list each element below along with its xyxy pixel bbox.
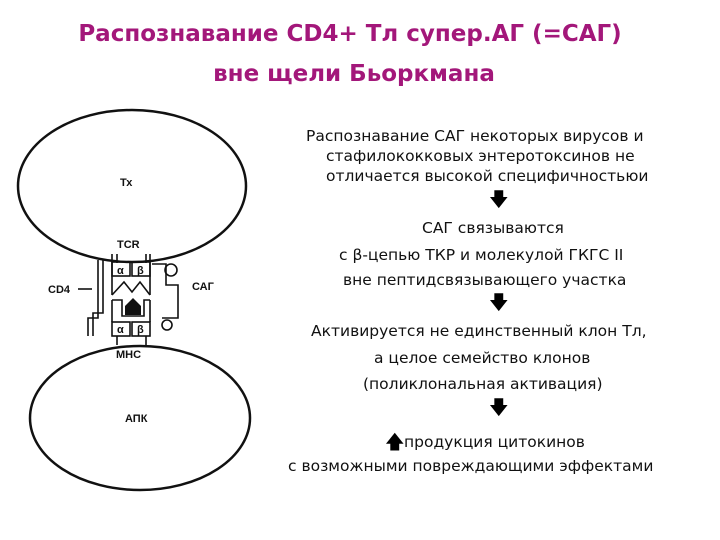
text-p3-line1: Активируется не единственный клон Тл, [311,322,647,340]
cd4-molecule [78,260,104,336]
peptide-shape [125,298,141,315]
text-p2-line1: САГ связываются [422,219,564,237]
text-p4-line2: с возможными повреждающими эффектами [288,457,654,475]
text-p1-line3: отличается высокой специфичностьюи [326,167,649,185]
th-cell-label: Тх [120,177,133,189]
tcr-label: TCR [117,239,140,251]
down-arrow-icon: 🡇 [489,397,509,419]
text-p1-line1: Распознавание САГ некоторых вирусов и [306,127,644,145]
text-p4-line1: продукция цитокинов [404,433,585,451]
mhc-label: МНС [116,349,141,361]
text-p1-line2: стафилококковых энтеротоксинов не [326,147,635,165]
apc-cell-label: АПК [125,413,148,425]
text-p3-line2: а целое семейство клонов [374,349,591,367]
cd4-label: CD4 [48,284,71,296]
text-p3-line3: (поликлональная активация) [363,375,603,393]
apc-cell [28,344,252,492]
down-arrow-icon: 🡇 [489,292,509,314]
tcr-beta-label: β [137,265,144,277]
text-p2-line3: вне пептидсвязывающего участка [343,271,627,289]
tcr-molecule [111,254,151,296]
mhc-beta-label: β [137,324,144,336]
text-p2-line2: с β-цепью ТКР и молекулой ГКГС II [339,246,624,264]
up-arrow-icon: 🡅 [385,431,405,453]
sag-label: САГ [192,281,215,293]
slide-title-line-2: вне щели Бьоркмана [213,61,495,87]
superantigen-molecule [152,263,179,331]
tcr-alpha-label: α [117,265,124,277]
mhc-alpha-label: α [117,324,124,336]
down-arrow-icon: 🡇 [489,189,509,211]
mhc-molecule [111,299,151,345]
slide-title-line-1: Распознавание CD4+ Тл супер.АГ (=САГ) [78,21,622,47]
